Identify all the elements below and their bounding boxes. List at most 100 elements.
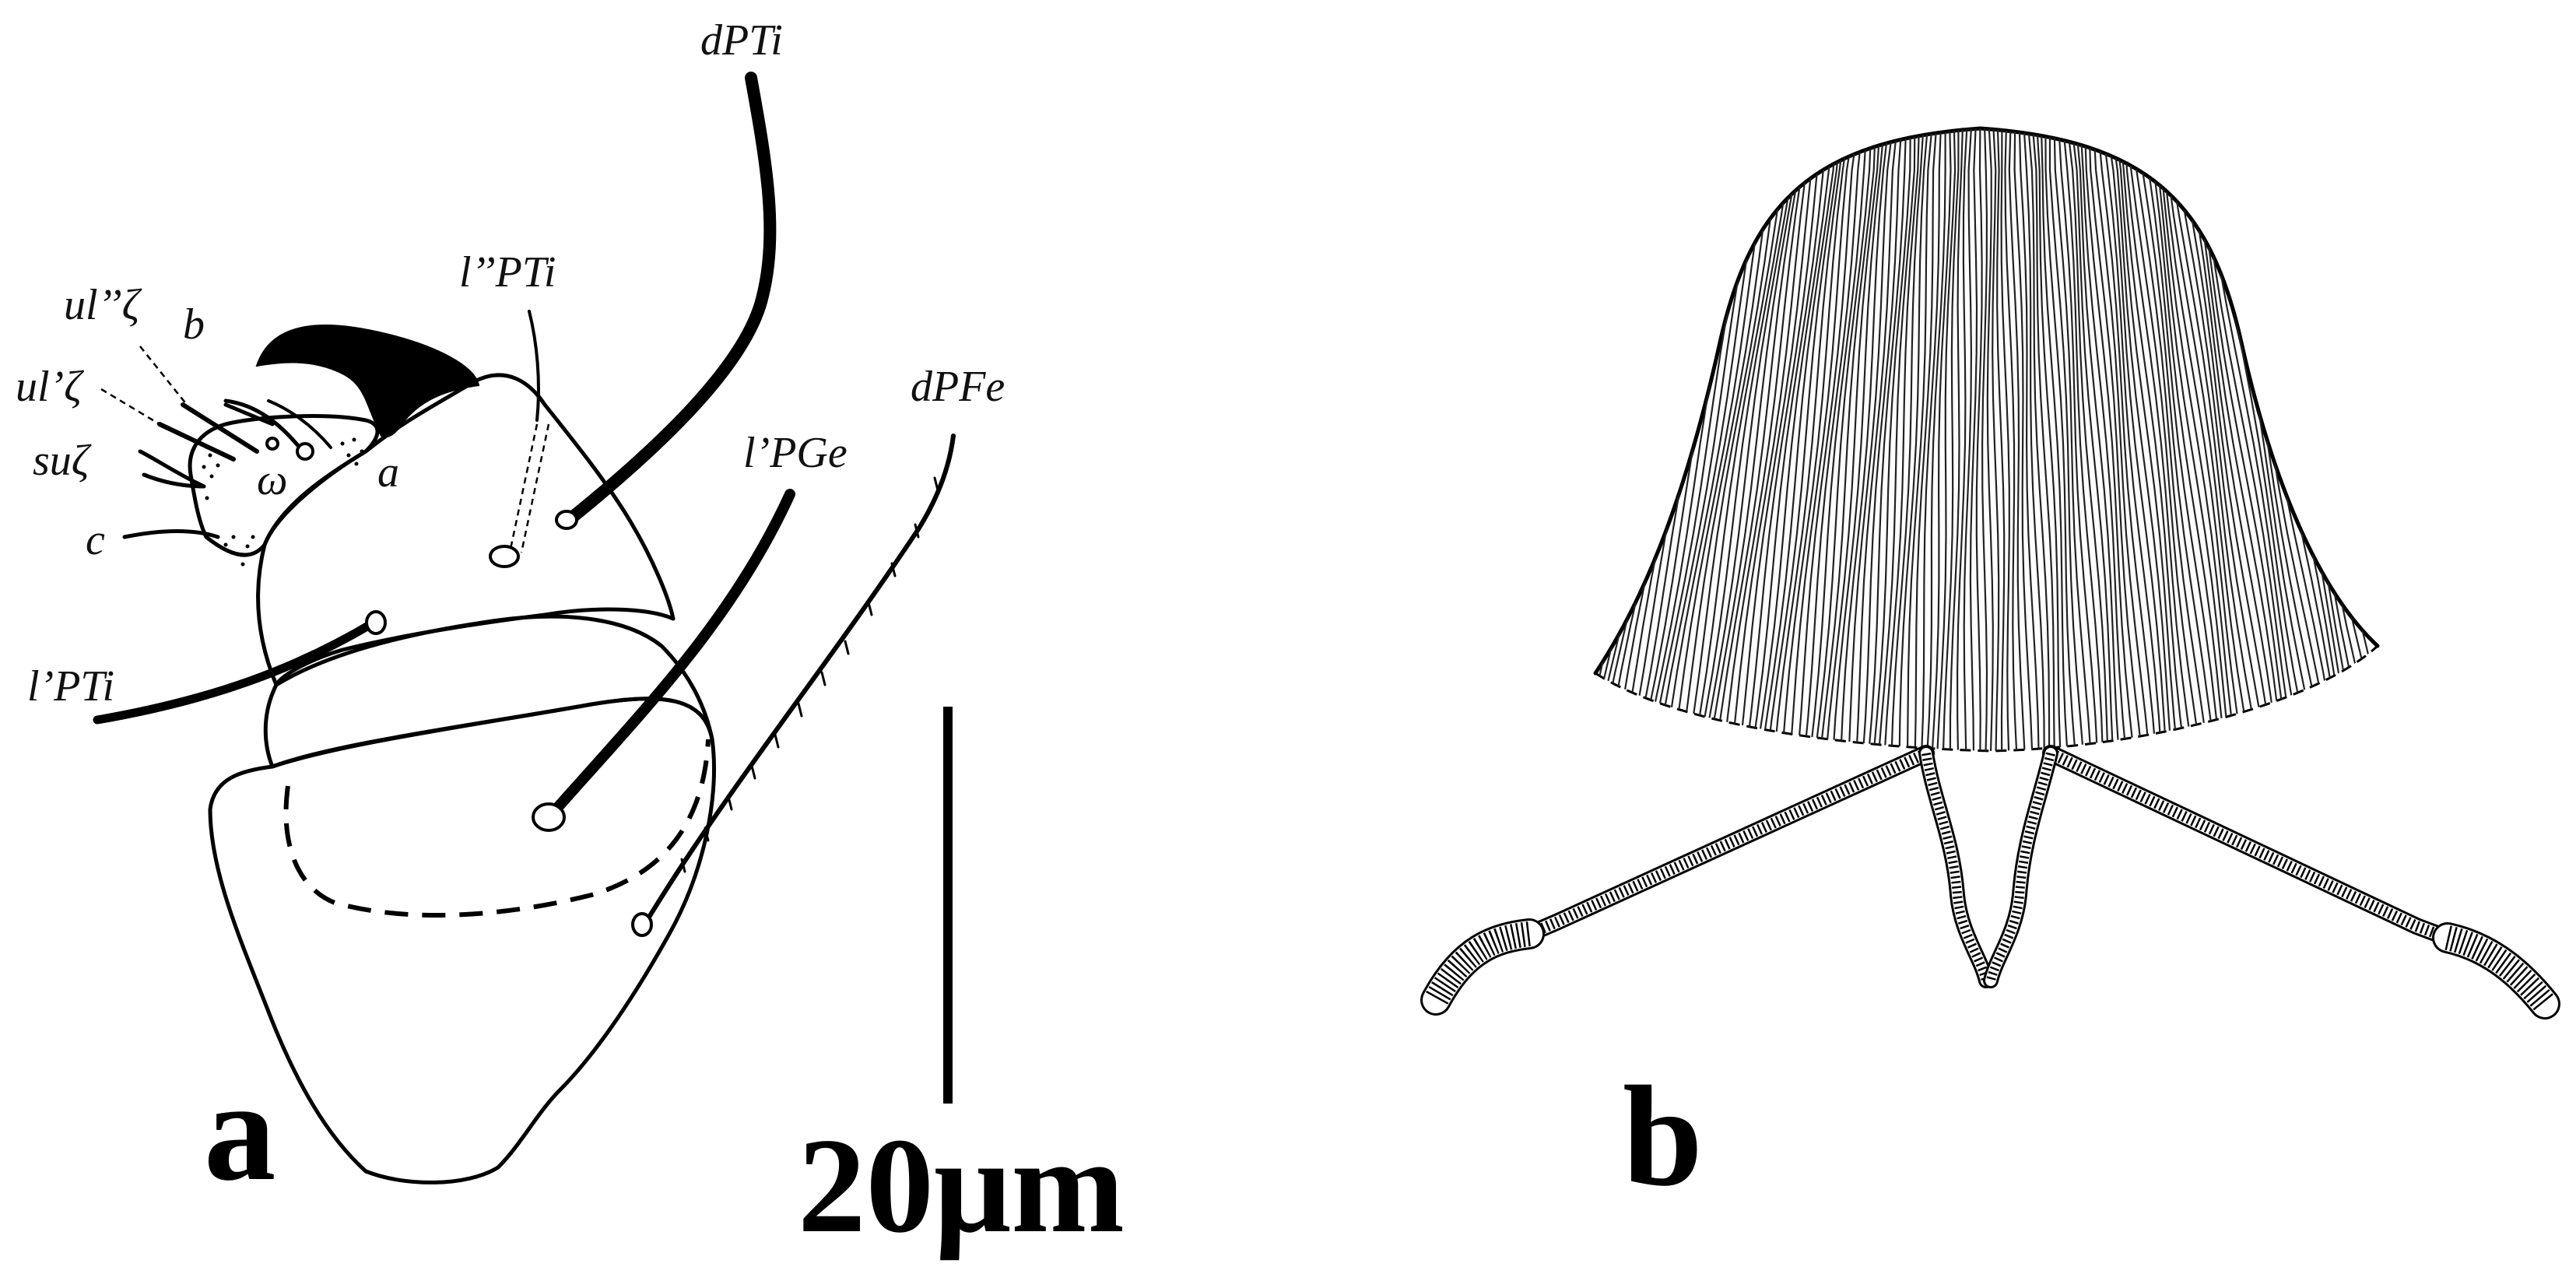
seta-dPFe-socket xyxy=(631,912,653,937)
bell-ridge xyxy=(1737,128,1820,751)
label-b: b xyxy=(183,300,205,349)
bell-ridge xyxy=(1759,128,1837,751)
bell-ridge xyxy=(2118,128,2187,751)
seta-b-socket xyxy=(265,437,279,451)
bell-ridge xyxy=(2048,128,2085,751)
bell-ridge xyxy=(1662,128,1772,751)
bell-ridge xyxy=(2179,128,2281,751)
seta-dPFe-barbs xyxy=(680,476,939,873)
seta-l1PTi-socket xyxy=(365,610,387,635)
bell-ridge xyxy=(1867,128,1907,751)
bell-ridge xyxy=(1690,128,1790,751)
seta-a xyxy=(267,399,332,449)
label-l1PTi: l’PTi xyxy=(27,662,114,711)
bell-ridge xyxy=(1930,128,1952,751)
bell-ridge xyxy=(2136,128,2216,751)
tracheae xyxy=(1420,745,2560,1020)
bell-ridge xyxy=(1824,128,1881,751)
bell-ridge xyxy=(2023,128,2045,751)
bell-ridge xyxy=(2206,128,2321,751)
seta-l2PTi-dashed xyxy=(508,423,550,553)
bell-ridge xyxy=(1749,128,1829,751)
label-l2PTi: l’’PTi xyxy=(459,248,556,297)
bell-ridge xyxy=(1890,128,1925,751)
seta-l1PGe-socket xyxy=(532,802,566,832)
label-ul2zeta: ul’’ζ xyxy=(64,281,142,329)
bell-ridge xyxy=(1963,128,1973,751)
bell-ridge xyxy=(2167,128,2262,751)
bell-ridge xyxy=(1914,128,1938,751)
bell-ridge xyxy=(2101,128,2163,751)
bell-ridge xyxy=(1765,128,1842,751)
bell-ridge xyxy=(2249,128,2378,751)
seta-suzeta xyxy=(138,449,206,489)
bell-ridge xyxy=(1626,128,1746,751)
trachea-rings xyxy=(1986,752,2055,982)
bell-ridge xyxy=(1813,128,1872,751)
trachea-rings xyxy=(1921,753,1991,982)
bell-ridge xyxy=(1772,128,1846,751)
bell-ridge xyxy=(1986,128,1994,751)
panel-b-label: b xyxy=(1623,1057,1703,1216)
bell-ridge xyxy=(1877,128,1916,751)
bell-ridge xyxy=(2110,128,2174,751)
bell-ridge xyxy=(2105,128,2168,751)
bell-ridge xyxy=(1883,128,1921,751)
omega-socket xyxy=(296,442,314,461)
bell-ridge xyxy=(2092,128,2151,751)
label-ul1zeta: ul’ζ xyxy=(16,363,84,411)
bell-ridge xyxy=(2157,128,2246,751)
bell-ridge xyxy=(2149,128,2232,751)
bell-ridge xyxy=(2123,128,2195,751)
femur-outline xyxy=(208,697,717,1184)
bell-ridge xyxy=(2008,128,2027,751)
panel-b-stigmatic-structure: b xyxy=(1420,126,2560,1216)
scale-bar: 20μm xyxy=(798,707,1125,1261)
trachea-lumen xyxy=(2434,925,2558,1017)
seta-l1PTi xyxy=(93,618,378,725)
bell-ridge xyxy=(1898,128,1929,751)
bell-ridge xyxy=(2127,128,2203,751)
trachea-rings xyxy=(1424,921,1531,1006)
bell-ridge xyxy=(2254,128,2378,751)
bell-ridge xyxy=(1975,128,1983,751)
bell-ridge xyxy=(2114,128,2180,751)
bell-ridge xyxy=(1796,128,1859,751)
label-suzeta: suζ xyxy=(33,437,92,485)
seta-dPTi-socket xyxy=(555,510,578,530)
bell-ridge xyxy=(2062,128,2104,751)
label-dPTi: dPTi xyxy=(700,16,783,65)
femur-dashed-line xyxy=(283,739,711,918)
bell-ridge xyxy=(1862,128,1903,751)
bell-ridge xyxy=(1743,128,1824,751)
seta-l2PTi xyxy=(528,310,540,422)
bell-ridge xyxy=(2040,128,2069,751)
bell-ridge xyxy=(2132,128,2210,751)
bell-ridge xyxy=(1969,128,1978,751)
seta-dPTi xyxy=(566,72,777,524)
bell-ridge xyxy=(1788,128,1855,751)
bell-ridge xyxy=(1714,128,1807,751)
leader-ul2zeta xyxy=(139,346,188,405)
bell-ridge xyxy=(1855,128,1899,751)
bell-ridge xyxy=(1949,128,1964,751)
label-dPFe: dPFe xyxy=(911,363,1005,411)
bell-ridge xyxy=(2053,128,2093,751)
bell-ridge xyxy=(2162,128,2254,751)
bell-ridge xyxy=(1872,128,1911,751)
genu-outline xyxy=(263,614,714,769)
seta-l1PGe xyxy=(547,489,795,819)
bell-ridge xyxy=(2031,128,2055,751)
panel-a-label: a xyxy=(204,1051,276,1211)
bell-ridge xyxy=(1678,128,1781,751)
bell-ridges xyxy=(1595,128,2378,751)
bell-ridge xyxy=(2000,128,2010,751)
bell-ridge xyxy=(1839,128,1890,751)
bell-ridge xyxy=(2027,128,2051,751)
bell-ridge xyxy=(2192,128,2297,751)
bell-ridge xyxy=(1936,128,1957,751)
bell-ridge xyxy=(1925,128,1946,751)
label-omega: ω xyxy=(257,456,288,504)
bell-ridge xyxy=(2088,128,2144,751)
seta-dPFe xyxy=(644,433,956,925)
